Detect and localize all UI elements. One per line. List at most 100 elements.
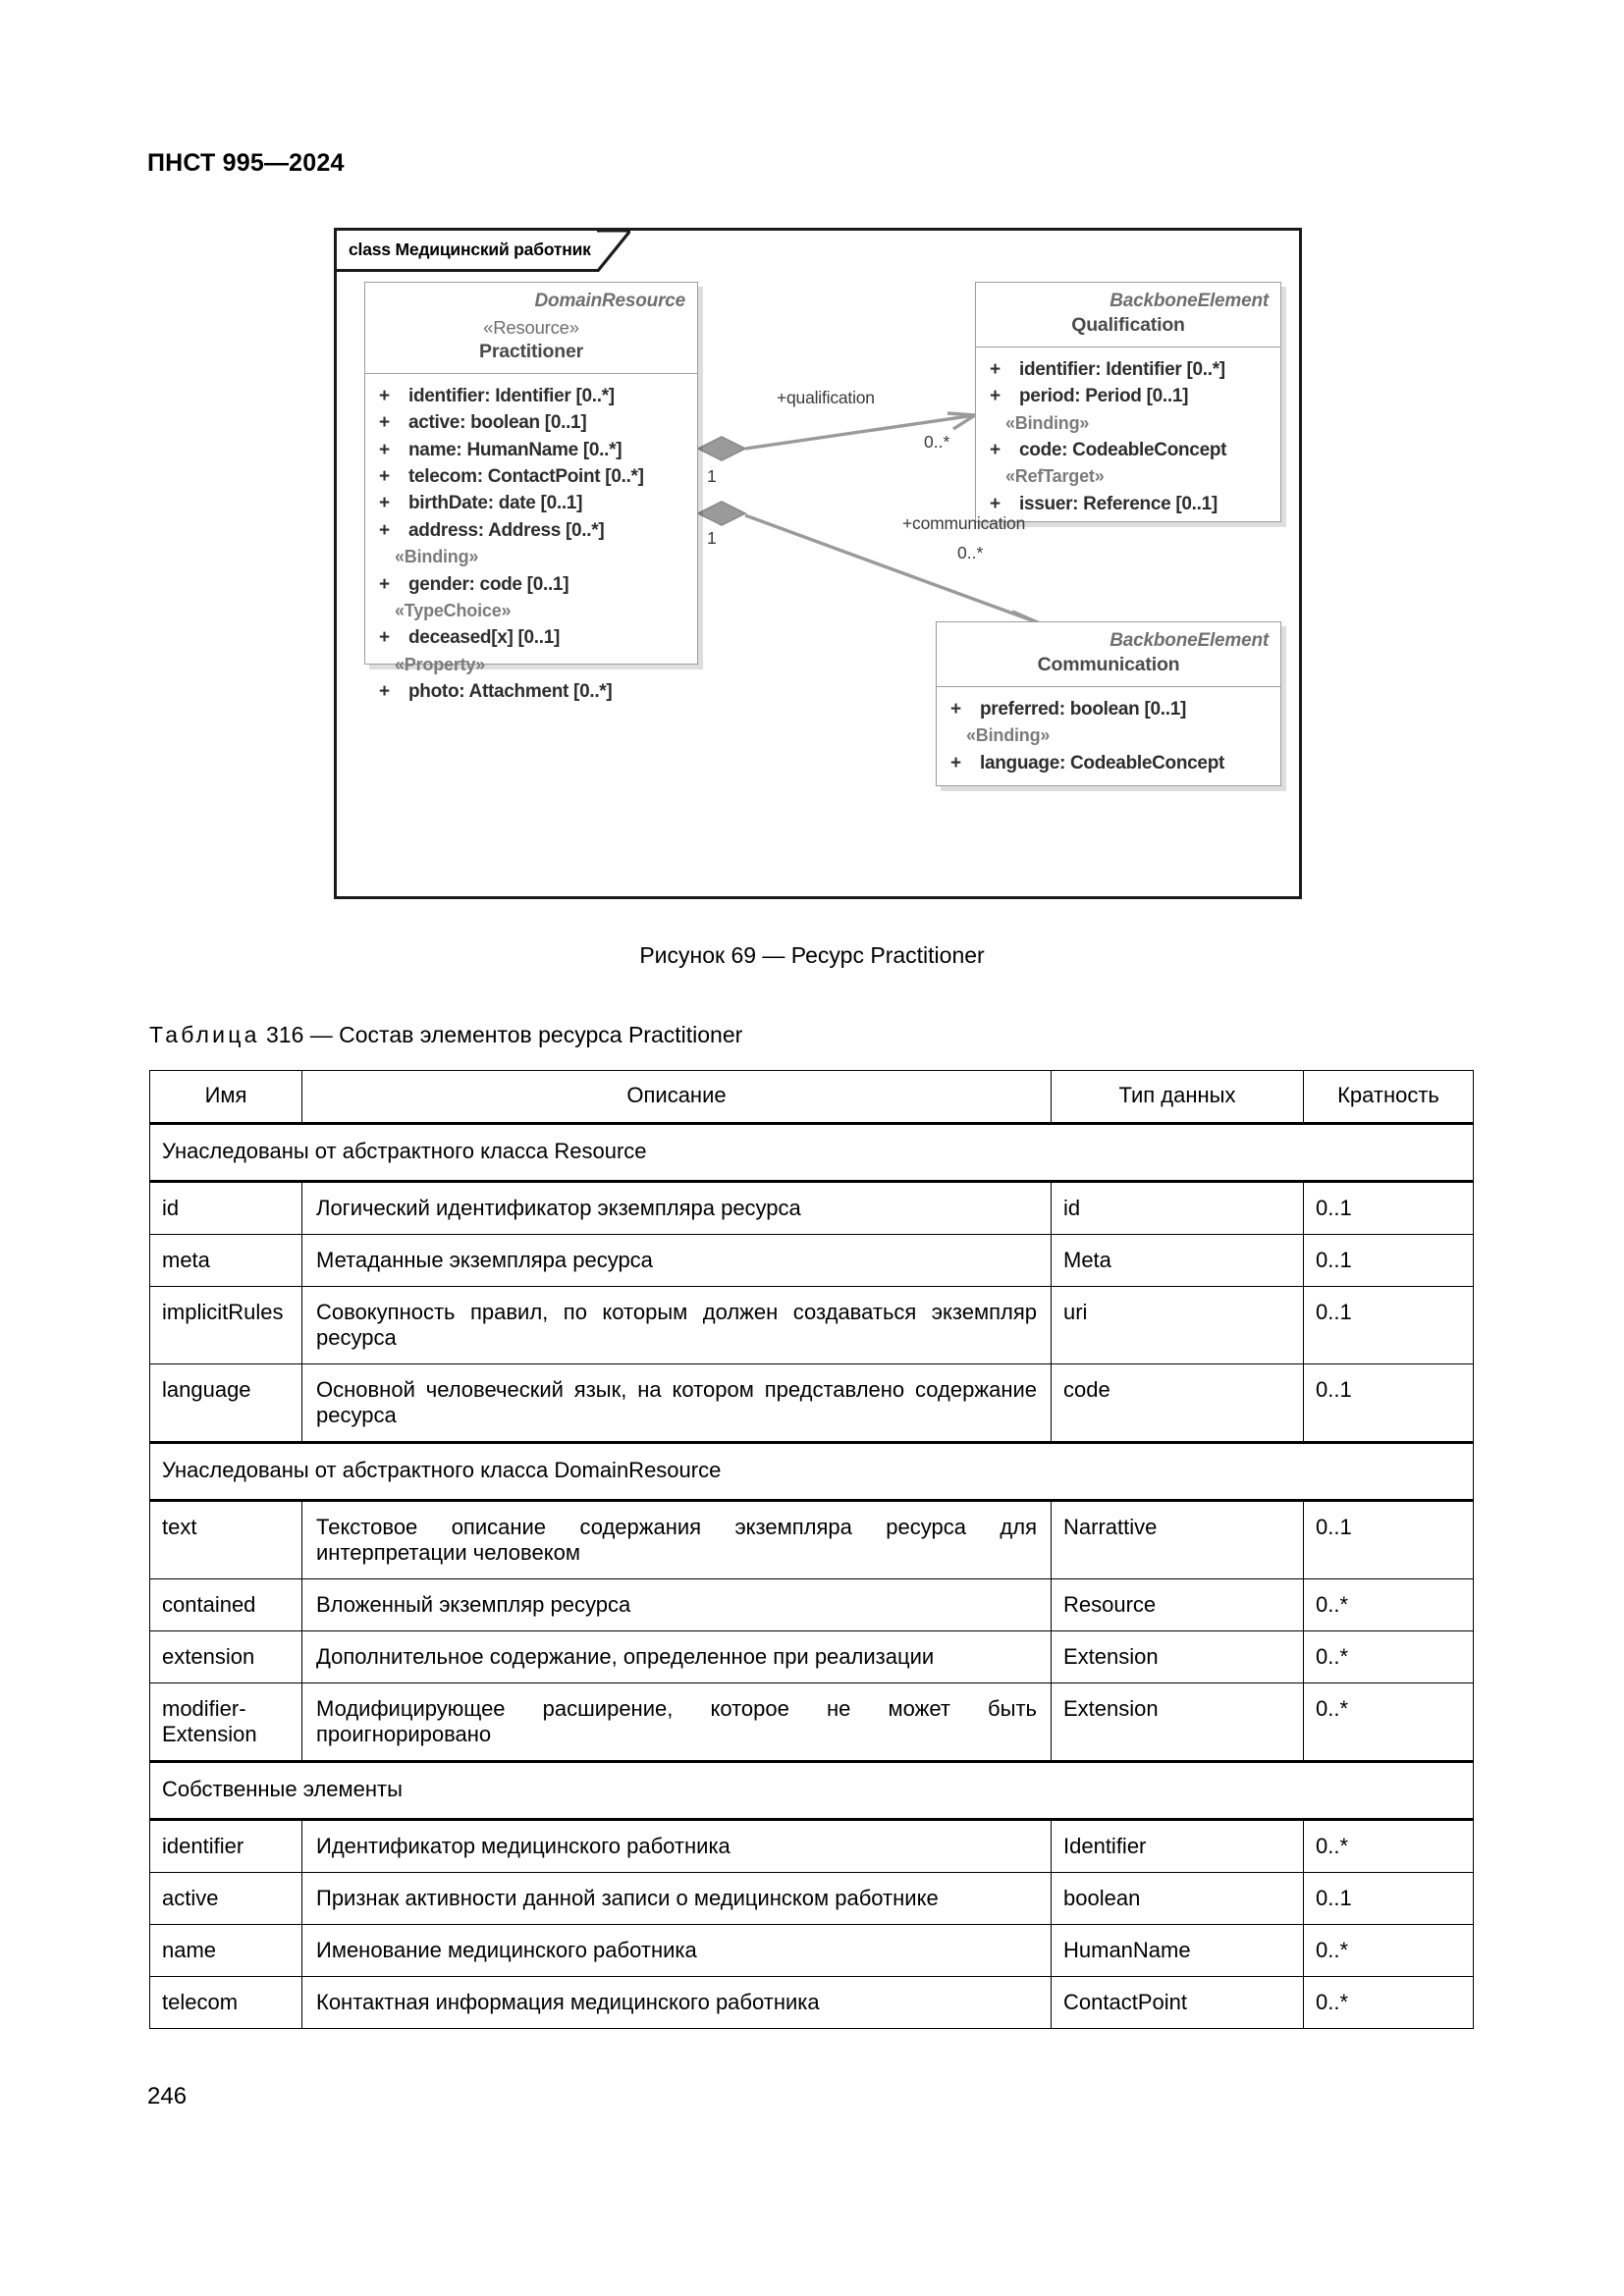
- diagram-frame-tab-box: class Медицинский работник: [337, 231, 630, 272]
- uml-class-header-practitioner: DomainResource «Resource» Practitioner: [365, 283, 697, 374]
- connector-role-communication: +communication: [902, 513, 1026, 533]
- visibility-marker: +: [990, 493, 1001, 514]
- uml-attribute: +language: CodeableConcept: [947, 750, 1271, 776]
- connector-target-mult-communication: 0..*: [957, 543, 984, 562]
- uml-class-name: Qualification: [1071, 314, 1185, 336]
- uml-attribute: +code: CodeableConcept: [986, 437, 1271, 463]
- uml-attribute-list-communication: + preferred: boolean [0..1] «Binding» +la…: [937, 687, 1280, 786]
- uml-attribute-stereotype: «Binding»: [395, 547, 479, 567]
- uml-attribute: + preferred: boolean [0..1]: [947, 696, 1271, 722]
- uml-class-communication[interactable]: BackboneElement Communication +preferred…: [936, 621, 1281, 786]
- attribute-text: identifier: Identifier [0..*]: [408, 386, 615, 406]
- visibility-marker: +: [990, 440, 1001, 461]
- cell-name: identifier: [149, 1819, 302, 1873]
- table-header-row: Имя Описание Тип данных Кратность: [149, 1070, 1474, 1125]
- cell-datatype: Extension: [1051, 1682, 1304, 1762]
- uml-attribute-stereotype: «Binding»: [1005, 412, 1090, 433]
- uml-class-header-qualification: BackboneElement Qualification: [976, 283, 1280, 347]
- cell-cardinality: 0..1: [1303, 1500, 1474, 1579]
- attribute-text: photo: Attachment [0..*]: [408, 680, 613, 702]
- uml-class-qualification[interactable]: BackboneElement Qualification +identifie…: [975, 282, 1281, 522]
- cell-datatype: Extension: [1051, 1630, 1304, 1683]
- connector-target-mult-qualification: 0..*: [924, 432, 950, 452]
- cell-cardinality: 0..*: [1303, 1819, 1474, 1873]
- table-section-label: Унаследованы от абстрактного класса Reso…: [149, 1122, 1474, 1183]
- uml-attribute: +telecom: ContactPoint [0..*]: [375, 463, 687, 490]
- cell-datatype: Meta: [1051, 1234, 1304, 1287]
- cell-datatype: HumanName: [1051, 1924, 1304, 1977]
- uml-attribute-stereotype: «Property»: [395, 654, 486, 674]
- cell-name: text: [149, 1500, 302, 1579]
- visibility-marker: +: [950, 699, 961, 720]
- visibility-marker: +: [379, 386, 390, 406]
- uml-attribute: +period: Period [0..1]: [986, 383, 1271, 409]
- connector-role-qualification: +qualification: [777, 388, 875, 407]
- uml-attribute: + photo: Attachment [0..*]: [375, 678, 687, 705]
- uml-attribute-stereotype: «Binding»: [966, 725, 1051, 746]
- column-header-name: Имя: [149, 1070, 302, 1125]
- cell-name: implicitRules: [149, 1286, 302, 1364]
- table-caption: Таблица 316 — Состав элементов ресурса P…: [149, 1022, 742, 1048]
- cell-description: Логический идентификатор экземпляра ресу…: [301, 1181, 1052, 1235]
- cell-cardinality: 0..*: [1303, 1578, 1474, 1631]
- visibility-marker: +: [950, 752, 961, 774]
- diagram-frame-tab: class Медицинский работник: [337, 231, 630, 272]
- aggregation-diamond-qualification: [696, 436, 747, 461]
- cell-cardinality: 0..1: [1303, 1872, 1474, 1925]
- visibility-marker: +: [379, 680, 390, 702]
- table-section-label: Собственные элементы: [149, 1760, 1474, 1821]
- uml-diagram-frame: class Медицинский работник DomainResourc…: [334, 228, 1302, 899]
- table-section-row: Унаследованы от абстрактного класса Doma…: [149, 1441, 1474, 1502]
- uml-parent-type: DomainResource: [534, 291, 686, 311]
- uml-class-practitioner[interactable]: DomainResource «Resource» Practitioner +…: [364, 282, 698, 702]
- column-header-cardinality: Кратность: [1303, 1070, 1474, 1125]
- cell-description: Признак активности данной записи о медиц…: [301, 1872, 1052, 1925]
- uml-attribute: + identifier: Identifier [0..*]: [375, 383, 687, 409]
- cell-description: Именование медицинского работника: [301, 1924, 1052, 1977]
- visibility-marker: +: [379, 439, 390, 460]
- uml-attribute: +address: Address [0..*]: [375, 517, 687, 544]
- attribute-text: address: Address [0..*]: [408, 519, 605, 541]
- elements-table: Имя Описание Тип данных Кратность Унасле…: [149, 1070, 1474, 2029]
- uml-attribute-list-practitioner: +identifier: Identifier [0..*] +active: …: [365, 374, 697, 715]
- attribute-text: preferred: boolean [0..1]: [980, 699, 1186, 720]
- connector-source-mult-communication: 1: [707, 528, 717, 548]
- table-body: Унаследованы от абстрактного класса Reso…: [149, 1122, 1474, 2029]
- uml-attribute: +identifier: Identifier [0..*]: [986, 356, 1271, 383]
- cell-description: Дополнительное содержание, определенное …: [301, 1630, 1052, 1683]
- table-section-label: Унаследованы от абстрактного класса Doma…: [149, 1441, 1474, 1502]
- cell-cardinality: 0..*: [1303, 1630, 1474, 1683]
- connector-source-mult-qualification: 1: [707, 466, 717, 486]
- cell-description: Метаданные экземпляра ресурса: [301, 1234, 1052, 1287]
- cell-datatype: boolean: [1051, 1872, 1304, 1925]
- cell-datatype: code: [1051, 1363, 1304, 1443]
- cell-cardinality: 0..1: [1303, 1363, 1474, 1443]
- cell-cardinality: 0..*: [1303, 1924, 1474, 1977]
- cell-description: Совокупность правил, по которым должен с…: [301, 1286, 1052, 1364]
- table-section-row: Унаследованы от абстрактного класса Reso…: [149, 1122, 1474, 1183]
- attribute-text: gender: code [0..1]: [408, 573, 569, 595]
- figure-caption: Рисунок 69 — Ресурс Practitioner: [639, 942, 985, 968]
- cell-name: telecom: [149, 1976, 302, 2029]
- uml-attribute: +name: HumanName [0..*]: [375, 437, 687, 463]
- attribute-text: birthDate: date [0..1]: [408, 493, 583, 514]
- uml-attribute-list-qualification: +identifier: Identifier [0..*] +period: …: [976, 347, 1280, 527]
- cell-datatype: Narrattive: [1051, 1500, 1304, 1579]
- cell-cardinality: 0..1: [1303, 1181, 1474, 1235]
- cell-datatype: uri: [1051, 1286, 1304, 1364]
- cell-description: Текстовое описание содержания экземпляра…: [301, 1500, 1052, 1579]
- visibility-marker: +: [990, 359, 1001, 380]
- cell-name: contained: [149, 1578, 302, 1631]
- column-header-description: Описание: [301, 1070, 1052, 1125]
- cell-description: Контактная информация медицинского работ…: [301, 1976, 1052, 2029]
- cell-cardinality: 0..*: [1303, 1976, 1474, 2029]
- visibility-marker: +: [379, 412, 390, 434]
- cell-datatype: Identifier: [1051, 1819, 1304, 1873]
- cell-description: Модифицирующее расширение, которое не мо…: [301, 1682, 1052, 1762]
